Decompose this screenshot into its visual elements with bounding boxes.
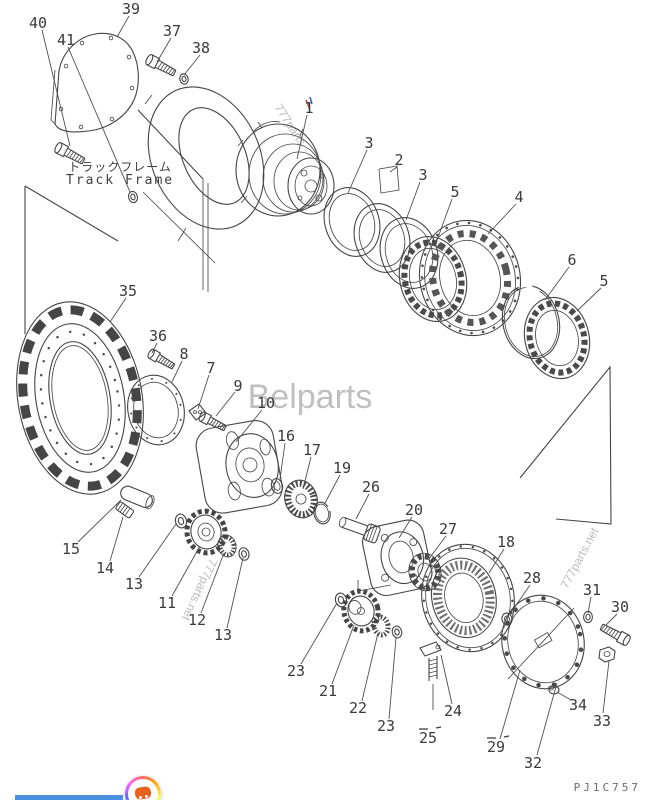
part-number-8: 8 bbox=[179, 345, 188, 363]
bolt-30 bbox=[598, 621, 633, 648]
bolt-36 bbox=[146, 347, 177, 372]
bracket-line bbox=[358, 580, 391, 591]
part-number-22: 22 bbox=[349, 699, 367, 717]
part-number-37: 37 bbox=[163, 22, 181, 40]
pin-24-spring-25 bbox=[420, 642, 441, 681]
part-number-39: 39 bbox=[122, 0, 140, 18]
washer-41 bbox=[126, 190, 140, 204]
track-frame-label: トラックフレーム Track Frame bbox=[66, 160, 174, 188]
drawing-code: PJ1C757 bbox=[573, 781, 641, 794]
part-number-11: 11 bbox=[158, 594, 176, 612]
part-number-35: 35 bbox=[119, 282, 137, 300]
sun-pinion-17 bbox=[280, 476, 322, 522]
bottom-accent-bar[interactable] bbox=[15, 795, 123, 800]
part-number-21: 21 bbox=[319, 682, 337, 700]
planet-carrier-2nd bbox=[360, 517, 435, 598]
part-number-23: 23 bbox=[287, 662, 305, 680]
plug-33 bbox=[599, 647, 615, 662]
part-number-33: 33 bbox=[593, 712, 611, 730]
part-number-18: 18 bbox=[497, 533, 515, 551]
part-number-17: 17 bbox=[303, 441, 321, 459]
final-cover bbox=[493, 588, 593, 697]
part-number-12: 12 bbox=[188, 611, 206, 629]
part-number-overline bbox=[487, 736, 509, 738]
pin-15 bbox=[119, 484, 156, 510]
part-number-4: 4 bbox=[514, 188, 523, 206]
part-number-20: 20 bbox=[405, 501, 423, 519]
washer-13b bbox=[237, 546, 251, 562]
part-number-5: 5 bbox=[450, 183, 459, 201]
washer-31 bbox=[583, 610, 593, 624]
part-number-40: 40 bbox=[29, 14, 47, 32]
needle-bearing-22 bbox=[372, 616, 390, 637]
part-number-14: 14 bbox=[96, 559, 114, 577]
floating-widget-button[interactable] bbox=[125, 776, 161, 800]
part-number-41: 41 bbox=[57, 31, 75, 49]
planet-gear-11 bbox=[182, 507, 229, 557]
part-number-13: 13 bbox=[214, 626, 232, 644]
part-number-27: 27 bbox=[439, 520, 457, 538]
part-number-3: 3 bbox=[364, 134, 373, 152]
sun-gear-21 bbox=[340, 587, 383, 634]
part-number-13: 13 bbox=[125, 575, 143, 593]
leader-lines bbox=[42, 16, 617, 755]
part-number-23: 23 bbox=[377, 717, 395, 735]
track-frame-label-en: Track Frame bbox=[66, 173, 175, 188]
snap-ring-19 bbox=[312, 500, 333, 525]
drive-shaft-26 bbox=[337, 514, 381, 544]
cover-plate bbox=[51, 33, 138, 132]
cover-ring-8 bbox=[121, 370, 190, 450]
part-number-28: 28 bbox=[523, 569, 541, 587]
bolt-37 bbox=[143, 52, 178, 79]
part-number-31: 31 bbox=[583, 581, 601, 599]
widget-dot bbox=[145, 795, 148, 798]
part-number-15: 15 bbox=[62, 540, 80, 558]
planet-carrier-1st bbox=[193, 418, 285, 516]
part-number-19: 19 bbox=[333, 459, 351, 477]
part-number-9: 9 bbox=[233, 377, 242, 395]
bearing-right bbox=[516, 290, 598, 385]
part-number-16: 16 bbox=[277, 427, 295, 445]
part-number-30: 30 bbox=[611, 598, 629, 616]
part-number-6: 6 bbox=[567, 251, 576, 269]
part-number-34: 34 bbox=[569, 696, 587, 714]
snap-ring-16 bbox=[270, 477, 284, 494]
bearing-left bbox=[391, 229, 476, 328]
part-number-36: 36 bbox=[149, 327, 167, 345]
nut-28 bbox=[501, 612, 514, 626]
part-number-2: 2 bbox=[394, 151, 403, 169]
track-frame-label-jp: トラックフレーム bbox=[68, 160, 172, 174]
bolt-9 bbox=[197, 410, 228, 434]
washer-23a bbox=[333, 591, 349, 609]
part-number-overline bbox=[419, 727, 441, 729]
part-number-32: 32 bbox=[524, 754, 542, 772]
part-number-1: 1 bbox=[304, 99, 313, 117]
watermark-text: Belparts bbox=[248, 378, 373, 416]
ring-gear-18 bbox=[412, 536, 524, 661]
track-frame-outline bbox=[25, 68, 611, 524]
part-number-26: 26 bbox=[362, 478, 380, 496]
part-number-29: 29 bbox=[487, 738, 505, 756]
needle-bearing-12 bbox=[216, 533, 239, 559]
seal-rings bbox=[316, 166, 447, 296]
part-number-7: 7 bbox=[206, 359, 215, 377]
washer-23b bbox=[390, 624, 404, 640]
part-number-3: 3 bbox=[418, 166, 427, 184]
pin-14 bbox=[115, 501, 134, 518]
part-number-24: 24 bbox=[444, 702, 462, 720]
part-number-38: 38 bbox=[192, 39, 210, 57]
part-number-10: 10 bbox=[257, 394, 275, 412]
watermark-text: 777parts bbox=[272, 101, 309, 148]
ring-gear-4 bbox=[407, 210, 532, 347]
part-number-25: 25 bbox=[419, 729, 437, 747]
part-number-5: 5 bbox=[599, 272, 608, 290]
widget-dot bbox=[139, 796, 142, 799]
